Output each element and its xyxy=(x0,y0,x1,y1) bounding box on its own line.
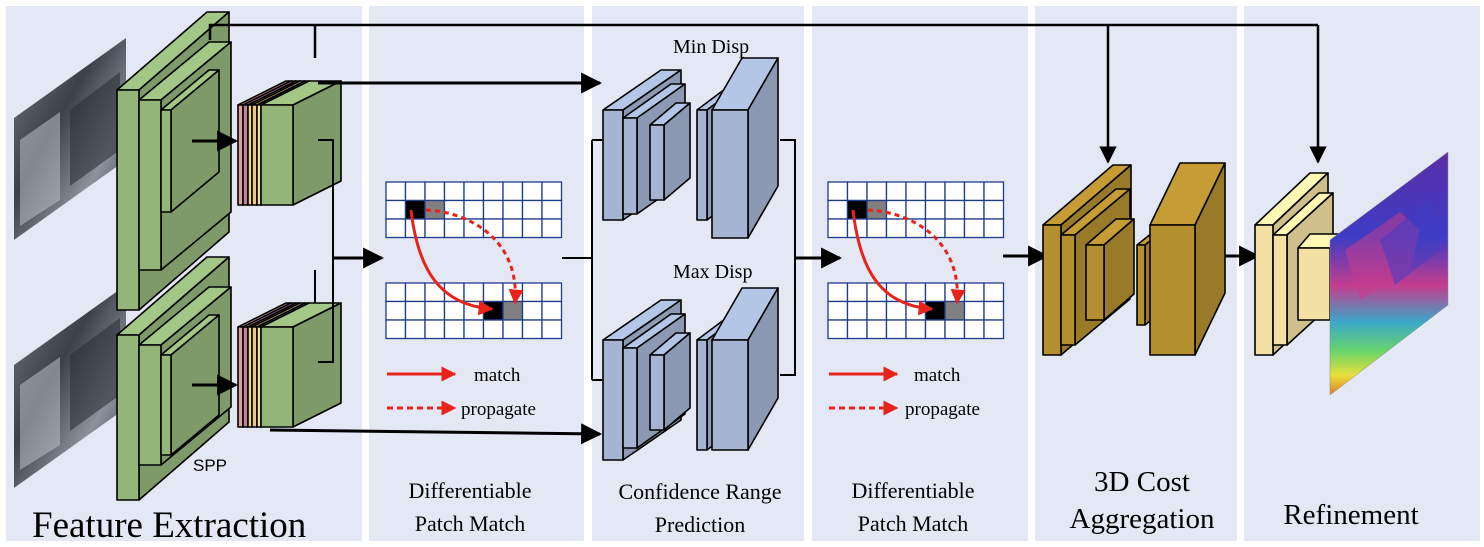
feature-blocks-top xyxy=(116,11,232,311)
stage-label-confidence-line2: Prediction xyxy=(655,512,745,537)
stage-label-cost-line1: 3D Cost xyxy=(1094,466,1190,498)
cost-aggregation-blocks xyxy=(1042,162,1226,356)
skip-connections xyxy=(208,23,1327,164)
stage-label-feature-extraction: Feature Extraction xyxy=(32,505,306,546)
agg-layer-5 xyxy=(1149,162,1226,356)
stage-label-cost-line2: Aggregation xyxy=(1070,503,1215,535)
stage-label-confidence-line1: Confidence Range xyxy=(618,479,781,504)
stage-label-patch-match-1-line1: Differentiable xyxy=(409,478,532,503)
conf-layer-5 xyxy=(711,287,779,451)
conf-layer-3 xyxy=(649,332,691,431)
legend-propagate-label-1: propagate xyxy=(461,399,536,420)
spp-block-bottom xyxy=(237,302,342,428)
legend-2: match propagate xyxy=(829,365,980,420)
patch-match-arrows-2 xyxy=(851,208,966,316)
panel-patch-match-2 xyxy=(812,6,1028,541)
spp-merge-lines xyxy=(314,139,334,363)
spp-layer-6 xyxy=(260,80,342,206)
confidence-blocks-max xyxy=(602,287,779,461)
agg-layer-3 xyxy=(1085,218,1135,321)
spp-block-top xyxy=(237,80,342,206)
conf-layer-5 xyxy=(711,57,779,239)
left-image xyxy=(14,38,126,240)
legend-match-label-2: match xyxy=(914,365,961,386)
disparity-output xyxy=(1329,151,1449,396)
match-grid xyxy=(827,181,1005,239)
stage-label-patch-match-2-line1: Differentiable xyxy=(852,478,975,503)
min-disp-label: Min Disp xyxy=(673,36,749,58)
confidence-branch-lines xyxy=(562,139,796,381)
match-grid xyxy=(385,282,563,340)
legend-1: match propagate xyxy=(387,365,536,420)
stage-label-patch-match-2-line2: Patch Match xyxy=(858,511,969,536)
feature-blocks-bottom xyxy=(116,256,232,501)
confidence-blocks-min xyxy=(602,57,779,239)
stage-label-refinement: Refinement xyxy=(1283,499,1418,531)
patch-match-arrows-1 xyxy=(409,208,524,316)
spp-label: SPP xyxy=(193,456,227,475)
stage-label-patch-match-1-line2: Patch Match xyxy=(415,511,526,536)
legend-propagate-label-2: propagate xyxy=(905,399,980,420)
max-disp-label: Max Disp xyxy=(673,261,752,283)
legend-match-label-1: match xyxy=(474,365,521,386)
match-grid xyxy=(385,181,563,239)
spp-layer-6 xyxy=(260,302,342,428)
match-grid xyxy=(827,282,1005,340)
right-image xyxy=(14,285,126,488)
conf-layer-3 xyxy=(649,102,691,201)
arrow-feature-to-max-disp xyxy=(269,423,603,445)
panel-patch-match-1 xyxy=(369,6,584,541)
